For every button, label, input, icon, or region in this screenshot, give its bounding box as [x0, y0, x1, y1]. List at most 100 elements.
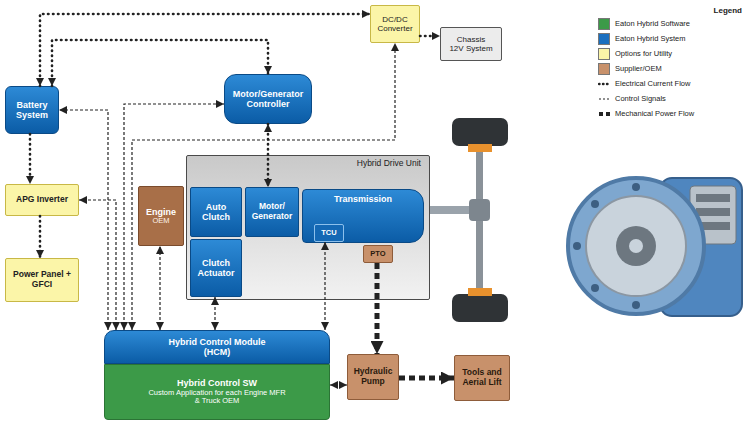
node-subtext: Custom Application for each Engine MFR &… [147, 389, 287, 406]
hub [616, 226, 656, 266]
legend-text: Eaton Hybrid Software [615, 20, 690, 29]
node-label: Hybrid Control SW [177, 378, 257, 388]
legend-entry: Supplier/OEM [598, 63, 744, 75]
control-signal [214, 297, 215, 330]
control-module [690, 186, 736, 244]
node-label: Hydraulic Pump [351, 367, 395, 387]
engine-box: EngineOEM [138, 186, 184, 246]
bell-housing [568, 178, 704, 314]
hybrid-unit-photo [568, 178, 742, 316]
differential [469, 199, 490, 221]
node-label: TCU [321, 229, 336, 238]
drive-shaft [423, 206, 479, 214]
legend-text: Mechanical Power Flow [615, 110, 694, 119]
node-label: Auto Clutch [194, 202, 238, 223]
node-label: Chassis 12V System [449, 35, 493, 53]
electrical-flow [40, 14, 370, 86]
node-label: Hybrid Drive Unit [357, 159, 421, 169]
legend-line-sample [598, 95, 612, 103]
node-label: APG Inverter [16, 195, 68, 205]
flywheel [586, 196, 686, 296]
connector [696, 194, 730, 202]
node-label: Battery System [9, 100, 55, 121]
control-signal [124, 104, 224, 330]
hub-center [629, 239, 643, 253]
clutch-box: Auto Clutch [190, 187, 242, 237]
legend-swatch [598, 18, 610, 30]
legend-text: Control Signals [615, 95, 666, 104]
node-subtext: OEM [152, 217, 169, 226]
legend-line [599, 99, 611, 100]
connector [696, 208, 730, 216]
mechanical-flow [375, 263, 380, 354]
drive-axle [423, 118, 508, 322]
node-label: DC/DC Converter [374, 15, 416, 33]
legend-title: Legend [598, 6, 742, 15]
electrical-flow [267, 124, 270, 187]
node-label: Motor/ Generator [249, 202, 295, 222]
legend-text: Electrical Current Flow [615, 80, 690, 89]
transmission-box: TCU Transmission [302, 189, 424, 243]
legend-panel: Legend Eaton Hybrid SoftwareEaton Hybrid… [598, 6, 744, 123]
legend-line [599, 83, 611, 85]
control-module-box: Hybrid Control Module (HCM) [104, 330, 330, 364]
bolt [573, 242, 581, 250]
node-label: Motor/Generator Controller [228, 89, 308, 110]
node-label: PTO [370, 250, 385, 259]
legend-entry: Options for Utility [598, 48, 744, 60]
legend-swatch [598, 33, 610, 45]
motor-box: Motor/ Generator [245, 187, 299, 237]
legend-text: Eaton Hybrid System [615, 35, 685, 44]
wheel [452, 294, 508, 322]
wheel-hub [468, 144, 492, 152]
tools-box: Tools and Aerial Lift [454, 355, 510, 401]
node-label: Power Panel + GFCI [12, 270, 72, 290]
pto-box: PTO [363, 245, 393, 263]
control-signal [159, 246, 160, 330]
node-label: Clutch Actuator [194, 258, 238, 279]
bolt [591, 284, 599, 292]
connector [696, 222, 730, 230]
legend-entry: Mechanical Power Flow [598, 108, 744, 120]
actuator-box: Clutch Actuator [190, 239, 242, 297]
wheel-hub [468, 288, 492, 296]
node-label: Hybrid Control Module (HCM) [157, 337, 277, 358]
drive-unit-panel: Auto ClutchClutch Actuator Motor/ Generat… [186, 155, 430, 300]
bolt [632, 301, 640, 309]
electrical-flow [52, 40, 268, 86]
node-label: Transmission [334, 194, 392, 204]
legend-line-sample [598, 80, 612, 88]
transmission-housing [660, 178, 742, 316]
legend-entry: Eaton Hybrid System [598, 33, 744, 45]
electrical-flow [29, 134, 32, 184]
node-label: Engine [146, 207, 176, 217]
legend-entry: Eaton Hybrid Software [598, 18, 744, 30]
control-signal [330, 384, 347, 385]
axle-shaft [476, 150, 483, 292]
battery-box: Battery System [5, 86, 59, 134]
control-signal [79, 200, 116, 330]
legend-swatch [598, 63, 610, 75]
software-box: Hybrid Control SWCustom Application for … [104, 364, 330, 420]
control-signal [132, 43, 395, 330]
legend-line [599, 112, 611, 116]
control-signal [59, 110, 108, 330]
legend-line-sample [598, 110, 612, 118]
node-label: Tools and Aerial Lift [458, 368, 506, 388]
power-panel-box: Power Panel + GFCI [5, 258, 79, 302]
legend-entry: Control Signals [598, 93, 744, 105]
chassis-box: Chassis 12V System [440, 27, 502, 61]
wheel [452, 118, 508, 146]
legend-swatch [598, 48, 610, 60]
inverter-box: APG Inverter [5, 184, 79, 216]
legend-entry: Electrical Current Flow [598, 78, 744, 90]
bolt [632, 183, 640, 191]
control-signal [324, 242, 325, 330]
electrical-flow [39, 216, 42, 258]
pump-box: Hydraulic Pump [347, 354, 399, 400]
converter-box: DC/DC Converter [370, 5, 420, 43]
electrical-flow [420, 35, 440, 38]
tcu-box: TCU [314, 224, 344, 242]
legend-text: Supplier/OEM [615, 65, 662, 74]
controller-box: Motor/Generator Controller [224, 74, 312, 124]
